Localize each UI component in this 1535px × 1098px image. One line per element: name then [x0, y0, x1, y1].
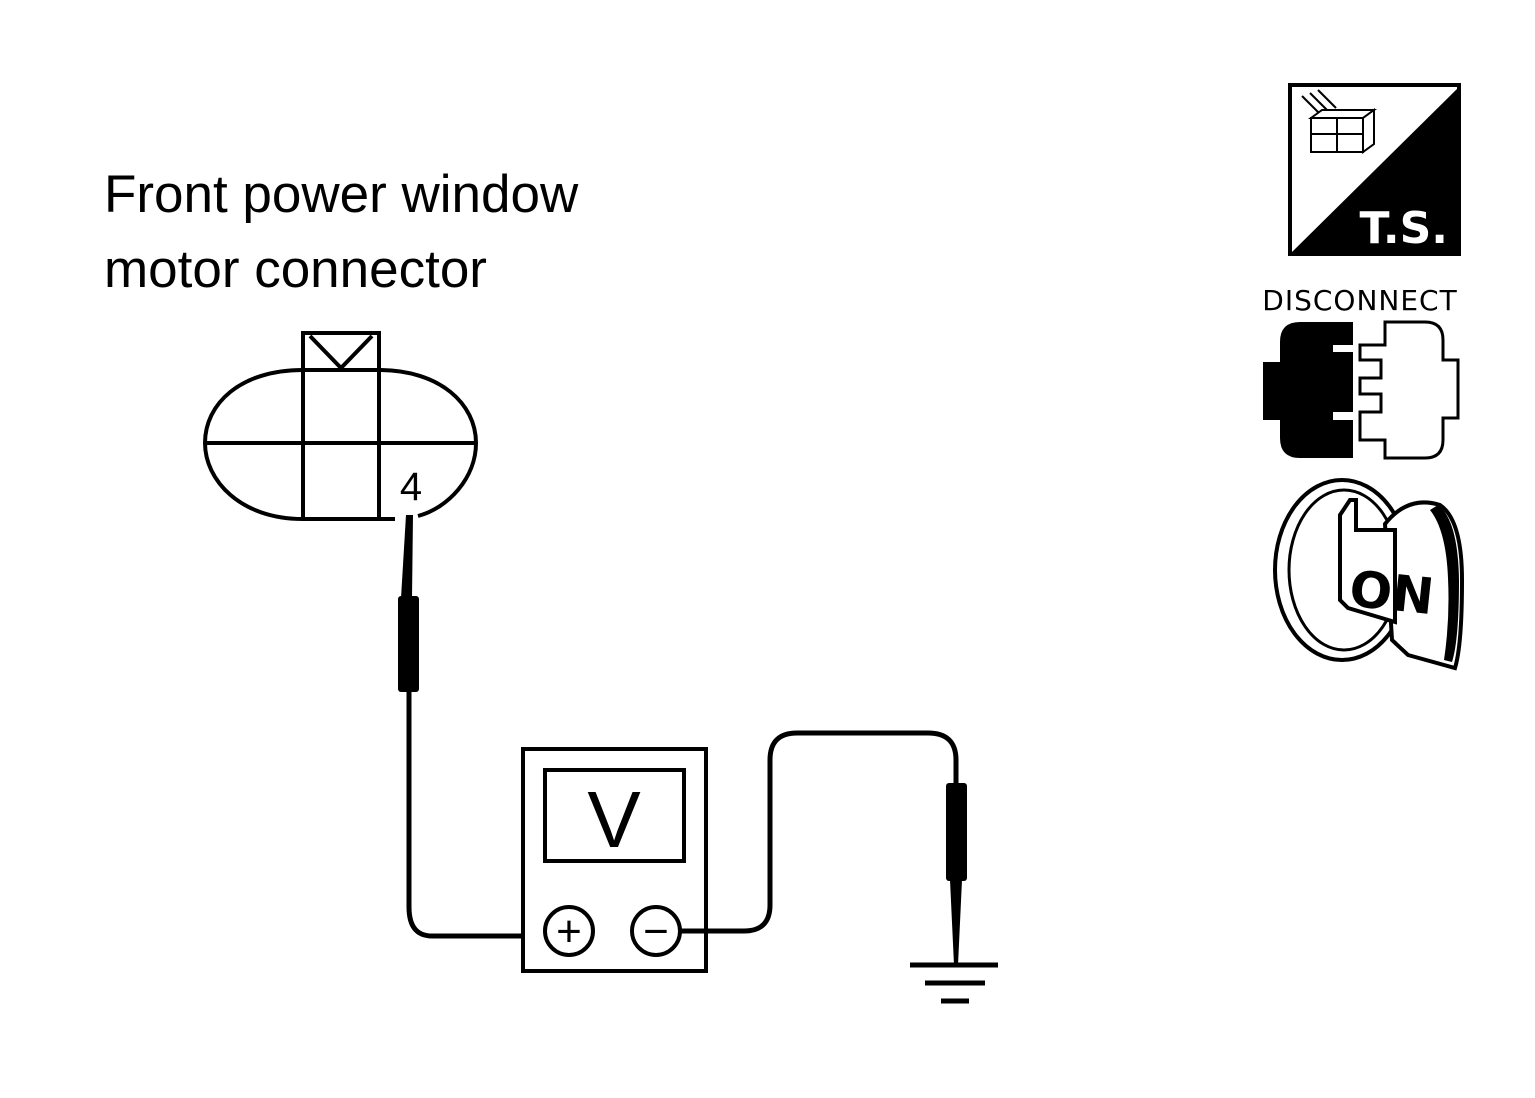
disconnect-label: DISCONNECT [1262, 284, 1457, 317]
terminal-4-label: 4 [400, 465, 422, 509]
negative-probe-tip [950, 880, 962, 965]
positive-probe-tip [401, 515, 413, 598]
voltmeter-display [543, 768, 686, 863]
negative-probe-lead [680, 730, 959, 934]
negative-probe-handle [946, 783, 967, 881]
disconnect-connector-icon [1263, 320, 1460, 460]
ts-diagonal-fill [1292, 87, 1459, 252]
negative-terminal-symbol: − [643, 907, 669, 956]
connector-title-line-2: motor connector [104, 240, 487, 299]
motor-connector [202, 331, 479, 521]
positive-probe-lead [406, 692, 543, 939]
positive-probe-handle [398, 596, 419, 692]
voltmeter: V + − [521, 747, 708, 973]
ground-symbol-icon [910, 962, 998, 1004]
voltmeter-display-label: V [587, 775, 641, 864]
connector-tab-arrow [308, 334, 374, 371]
disconnect-plug-black [1263, 322, 1353, 458]
connector-title-line-1: Front power window [104, 165, 579, 224]
positive-terminal [543, 905, 595, 957]
ts-label: T.S. [1360, 203, 1448, 254]
positive-probe [398, 515, 543, 939]
ignition-key-shade [1430, 505, 1459, 662]
ignition-key-blade [1338, 498, 1397, 625]
disconnect-plug-white [1358, 320, 1460, 460]
ignition-on-label: ON [1347, 560, 1437, 627]
ts-condition-icon: T.S. [1288, 83, 1461, 256]
ignition-key-on-icon: ON [1273, 478, 1465, 671]
ignition-key-bow [1382, 500, 1465, 671]
connector-harness-icon [1301, 89, 1378, 154]
negative-probe [680, 730, 967, 965]
positive-terminal-symbol: + [556, 907, 582, 956]
